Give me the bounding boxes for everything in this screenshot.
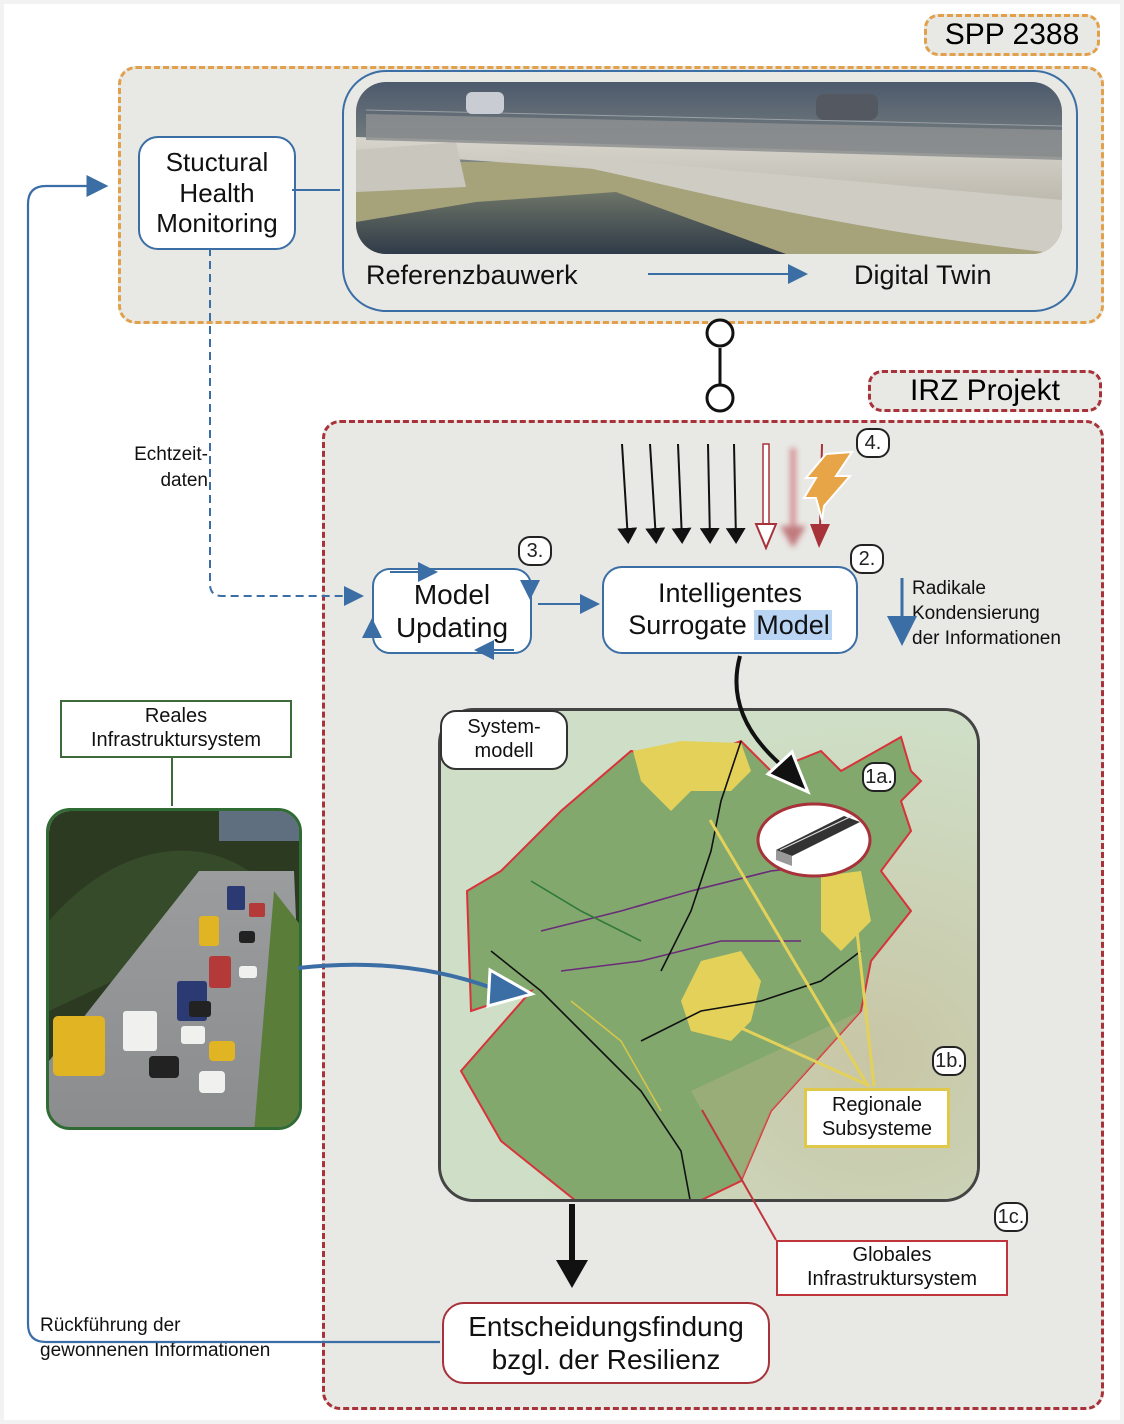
surrogate-highlight-text: Model [754,610,832,640]
reference-structure-label: Referenzbauwerk [366,260,578,290]
irz-tag-label: IRZ Projekt [909,374,1061,407]
regional-line-2: Subsysteme [821,1118,933,1140]
realtime-data-label: Echtzeit- daten [112,442,208,493]
shm-line-2: Health [179,177,255,208]
shm-line-3: Monitoring [156,208,278,239]
real-to-map-arrow [297,962,493,990]
global-leader-line [701,1109,777,1241]
global-system-box: Globales Infrastruktursystem [776,1240,1008,1296]
step-badge-1a: 1a. [862,762,896,792]
load-arrow-2 [645,443,666,544]
red-load-arrow-outline [754,443,778,551]
system-model-line-2: modell [474,740,534,762]
load-arrows [617,443,746,544]
load-arrow-1 [617,443,638,544]
spp-tag-label: SPP 2388 [944,18,1080,51]
bridge-render-image [356,82,1062,254]
step-badge-2: 2. [850,544,884,574]
bridge-model-icon [756,802,872,878]
feedback-line-2: gewonnenen Informationen [40,1339,271,1361]
load-arrow-3 [671,443,692,544]
model-updating-line-2: Updating [395,612,509,643]
model-updating-box[interactable]: Model Updating [372,568,532,654]
regional-subsystems-box: Regionale Subsysteme [804,1088,950,1148]
irz-tag: IRZ Projekt [868,370,1102,412]
condensation-line-1: Radikale [912,578,986,599]
system-model-line-1: System- [467,716,541,739]
feedback-line-1: Rückführung der [40,1315,181,1336]
system-model-label-box: System- modell [440,710,568,770]
surrogate-to-map-arrow [734,655,782,766]
step-badge-1b: 1b. [932,1046,966,1076]
surrogate-line-1: Intelligentes [657,578,803,609]
surrogate-plain-text: Surrogate [628,610,755,640]
regional-line-1: Regionale [831,1094,923,1117]
step-badge-1c: 1c. [994,1202,1028,1232]
step-badge-4: 4. [856,428,890,458]
coupling-link-icon [705,318,735,413]
lightning-icon [802,450,854,521]
global-line-2: Infrastruktursystem [806,1268,978,1290]
condensation-label: Radikale Kondensierung der Informationen [912,576,1061,651]
surrogate-line-2: Surrogate Model [628,610,832,642]
decision-making-box[interactable]: Entscheidungsfindung bzgl. der Resilienz [442,1302,770,1384]
region-highlight-center [681,951,761,1041]
surrogate-model-box[interactable]: Intelligentes Surrogate Model [602,566,858,654]
red-load-arrow-blurred [780,448,806,548]
highway-traffic-photo [46,808,302,1130]
real-system-line-1: Reales [144,705,208,728]
region-highlight-east [821,871,871,951]
shm-line-1: Stuctural [165,146,269,177]
realtime-line-2: daten [160,469,208,491]
step-badge-3: 3. [518,536,552,566]
feedback-arrow [26,175,440,1344]
realtime-data-arrow [209,248,364,606]
load-arrow-5 [725,443,746,544]
decision-line-1: Entscheidungsfindung [468,1310,744,1342]
diagram-canvas: SPP 2388 Referenzbauwerk Digital Twin [4,4,1120,1420]
regional-leader-lines [708,819,876,1088]
decision-line-2: bzgl. der Resilienz [491,1344,721,1375]
real-system-line-2: Infrastruktursystem [90,729,262,751]
structural-health-monitoring-box[interactable]: Stuctural Health Monitoring [138,136,296,250]
condensation-line-3: der Informationen [912,628,1061,650]
digital-twin-label: Digital Twin [854,260,992,290]
region-highlight-north [633,741,751,811]
feedback-label: Rückführung der gewonnenen Informationen [40,1314,270,1363]
spp-tag: SPP 2388 [924,14,1100,56]
digital-twin-frame [342,70,1078,312]
condensation-line-2: Kondensierung [912,603,1040,625]
realtime-line-1: Echtzeit- [134,444,208,465]
global-line-1: Globales [852,1244,932,1267]
connector-overlay [26,175,917,1344]
real-infrastructure-label-box: Reales Infrastruktursystem [60,700,292,758]
load-arrow-4 [699,443,720,544]
model-updating-line-1: Model [413,578,491,610]
